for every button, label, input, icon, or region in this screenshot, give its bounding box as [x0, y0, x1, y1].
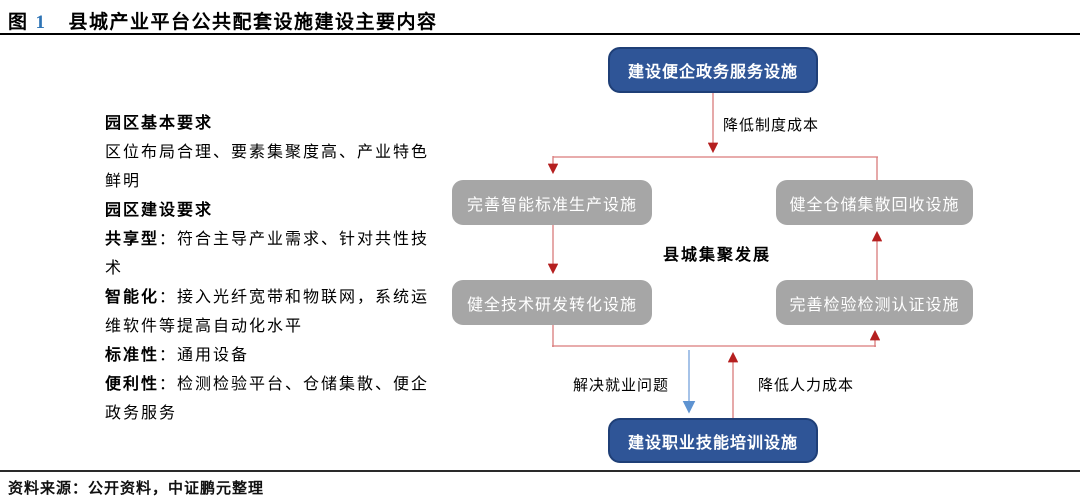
edge-label-reduce-institution-cost: 降低制度成本: [723, 117, 820, 134]
figure-label: 图: [8, 12, 29, 33]
edge-label-reduce-labor-cost: 降低人力成本: [758, 377, 855, 394]
note-line: 智能化：接入光纤宽带和物联网，系统运维软件等提高自动化水平: [105, 289, 430, 335]
title-divider: [0, 33, 1080, 35]
note-line: 便利性：检测检验平台、仓储集散、便企政务服务: [105, 376, 430, 422]
footer-divider: [0, 470, 1080, 472]
figure-number: 1: [35, 12, 47, 33]
center-label-county-agglomeration: 县城集聚发展: [663, 247, 772, 264]
node-warehouse-recycle: 健全仓储集散回收设施: [776, 180, 973, 225]
note-line: 园区建设要求: [105, 202, 214, 219]
node-vocational-training: 建设职业技能培训设施: [608, 418, 818, 463]
figure-title-text: 县城产业平台公共配套设施建设主要内容: [68, 12, 438, 33]
node-rd-transform: 健全技术研发转化设施: [452, 280, 652, 325]
requirements-panel: 园区基本要求 区位布局合理、要素集聚度高、产业特色鲜明 园区建设要求 共享型：符…: [105, 109, 443, 428]
note-line: 区位布局合理、要素集聚度高、产业特色鲜明: [105, 144, 430, 190]
edge-label-solve-employment: 解决就业问题: [573, 377, 670, 394]
source-note: 资料来源：公开资料，中证鹏元整理: [8, 481, 265, 497]
note-line: 共享型：符合主导产业需求、针对共性技术: [105, 231, 430, 277]
node-smart-production: 完善智能标准生产设施: [452, 180, 652, 225]
note-line: 标准性：通用设备: [105, 347, 250, 364]
note-line: 园区基本要求: [105, 115, 214, 132]
node-government-service: 建设便企政务服务设施: [608, 47, 818, 93]
node-inspection-certification: 完善检验检测认证设施: [776, 280, 973, 325]
